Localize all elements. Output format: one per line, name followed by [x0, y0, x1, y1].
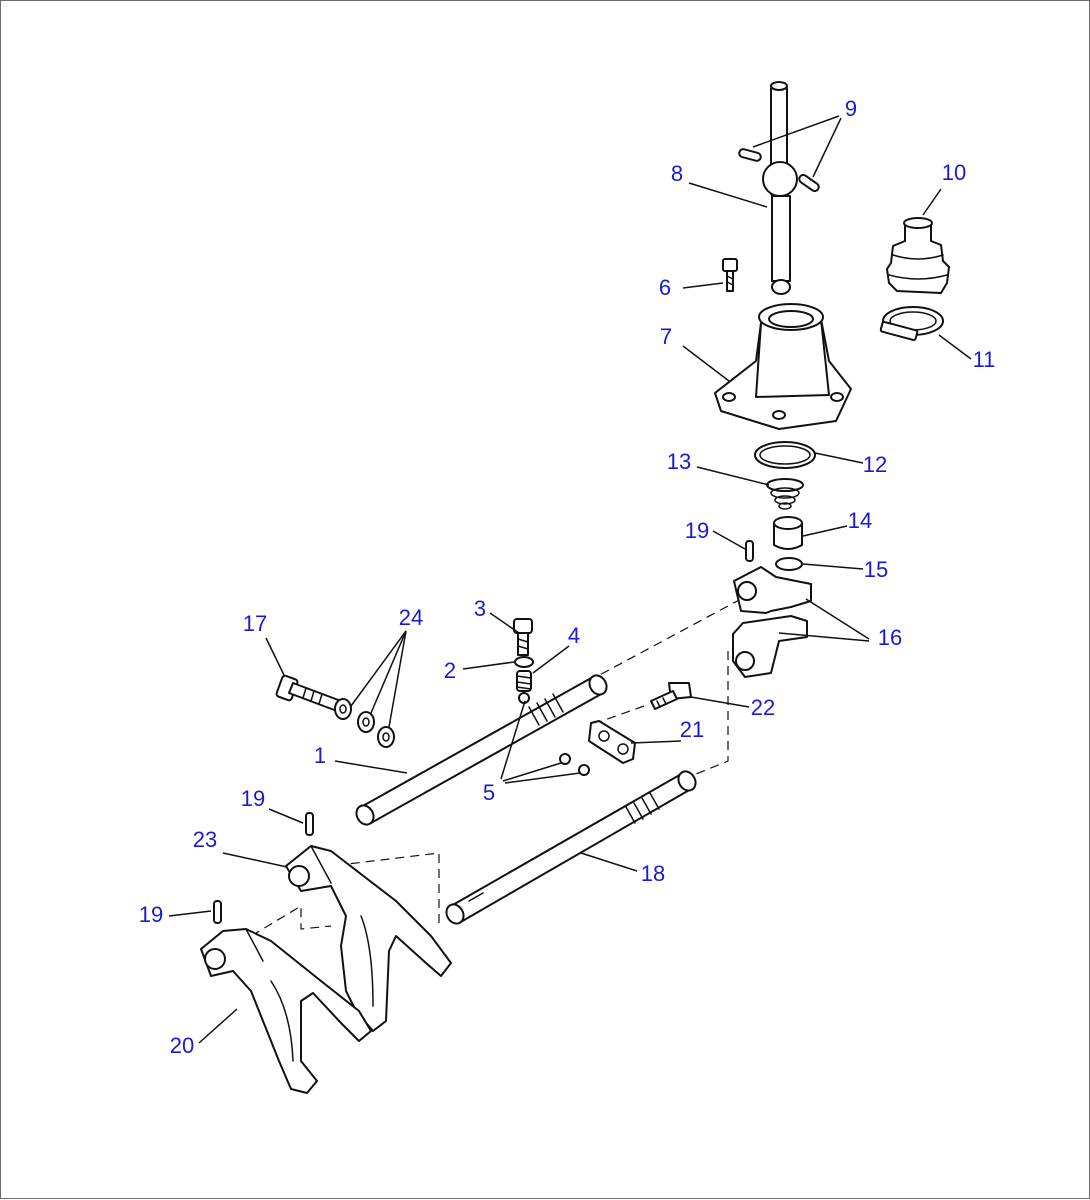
callout-14: 14 — [848, 508, 872, 533]
callout-9: 9 — [845, 96, 857, 121]
callout-17: 17 — [243, 611, 267, 636]
callout-23: 21 — [680, 717, 704, 742]
interlock-plate — [588, 720, 636, 764]
callout-19-lower: 19 — [139, 902, 163, 927]
washers-22 — [334, 698, 395, 748]
rubber-boot — [886, 217, 950, 294]
callout-15: 15 — [864, 557, 888, 582]
pin-upper — [745, 540, 754, 562]
callout-13: 13 — [667, 449, 691, 474]
callout-20: 20 — [170, 1033, 194, 1058]
lever-pins — [738, 148, 820, 193]
callout-24: 22 — [751, 695, 775, 720]
shift-rod-18 — [445, 770, 697, 925]
alignment-lines — [212, 598, 742, 960]
callout-3: 3 — [474, 596, 486, 621]
callout-1: 1 — [314, 743, 326, 768]
callout-12: 12 — [863, 452, 887, 477]
bushing — [773, 516, 803, 550]
callout-6: 6 — [659, 275, 671, 300]
snap-ring — [775, 557, 803, 571]
callout-4: 4 — [568, 623, 580, 648]
callout-labels: 9 8 10 6 7 11 12 13 14 19 15 16 3 4 2 17… — [139, 96, 996, 1058]
conical-spring — [766, 478, 804, 510]
shift-fork-21 — [285, 845, 452, 1032]
callout-16: 16 — [878, 625, 902, 650]
long-bolt — [275, 674, 342, 712]
leader-lines — [168, 115, 972, 1044]
callout-8: 8 — [671, 161, 683, 186]
callout-21: 23 — [193, 827, 217, 852]
shift-lever-blocks — [732, 566, 812, 678]
callout-2: 2 — [444, 658, 456, 683]
small-bolt — [722, 258, 738, 292]
pin-middle — [305, 812, 314, 836]
callout-11: 11 — [973, 347, 996, 372]
shift-fork-20 — [200, 928, 372, 1094]
callout-19-middle: 19 — [241, 786, 265, 811]
washer-2 — [514, 656, 534, 668]
shift-lever — [762, 81, 798, 295]
cap-bolt — [650, 682, 692, 710]
callout-10: 10 — [942, 160, 966, 185]
detent-spring — [516, 670, 532, 692]
detent-bolt — [513, 618, 533, 656]
callout-5: 5 — [483, 780, 495, 805]
callout-22: 24 — [399, 605, 423, 630]
o-ring — [754, 441, 816, 469]
shift-rod-1 — [355, 674, 608, 826]
pin-lower — [213, 900, 222, 924]
callout-18: 18 — [641, 861, 665, 886]
hose-clamp — [879, 306, 944, 342]
callout-7: 7 — [660, 324, 672, 349]
callout-19-upper: 19 — [685, 518, 709, 543]
lever-housing — [714, 303, 852, 430]
